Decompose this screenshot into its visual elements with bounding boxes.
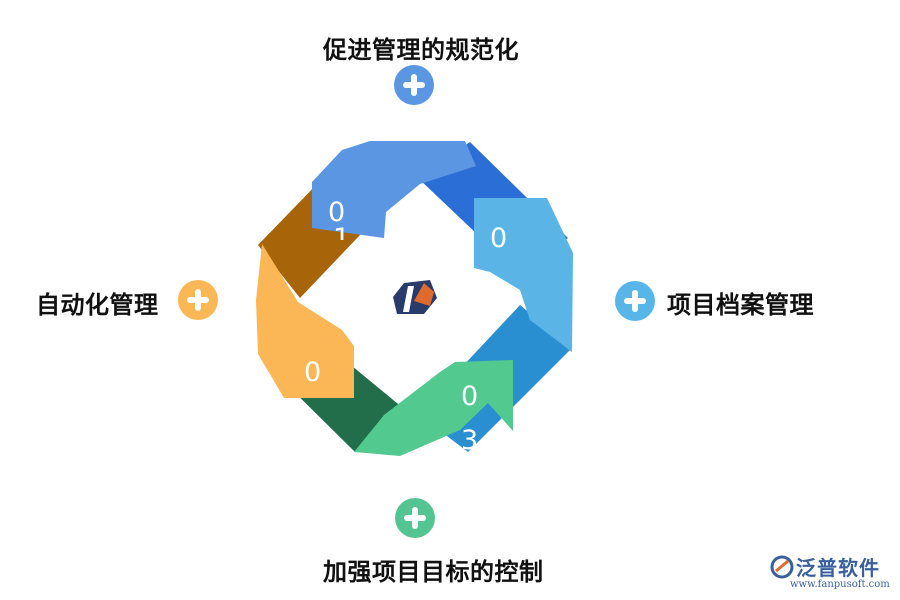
- segment-number-3: 0: [461, 381, 479, 412]
- segment-number-2: 0: [490, 223, 508, 254]
- plus-icon-bottom[interactable]: [395, 498, 435, 538]
- watermark-logo-icon: [770, 555, 794, 579]
- plus-icon-top[interactable]: [394, 65, 434, 105]
- segment-green-arrow: [354, 360, 513, 456]
- label-right: 项目档案管理: [667, 291, 814, 319]
- label-left: 自动化管理: [36, 291, 159, 319]
- plus-icon-right[interactable]: [615, 281, 655, 321]
- segment-number-3b: 3: [461, 425, 479, 454]
- segment-blue-arrow: [312, 141, 476, 238]
- watermark: 泛普软件 www.fanpusoft.com: [768, 552, 892, 598]
- watermark-url: www.fanpusoft.com: [790, 579, 890, 590]
- plus-icon-left[interactable]: [178, 280, 218, 320]
- logo-accent: [414, 283, 434, 306]
- label-bottom: 加强项目目标的控制: [323, 558, 544, 586]
- logo-cut: [403, 286, 414, 312]
- segment-orange-arrow: [256, 244, 354, 398]
- segment-cyan-arrow: [474, 198, 573, 352]
- watermark-brand: 泛普软件: [796, 556, 880, 580]
- segment-number-1b: 1: [333, 223, 351, 240]
- segment-number-1: 0: [328, 197, 346, 228]
- segment-number-4: 0: [304, 357, 322, 388]
- label-top: 促进管理的规范化: [323, 36, 519, 64]
- center-logo: [393, 280, 437, 314]
